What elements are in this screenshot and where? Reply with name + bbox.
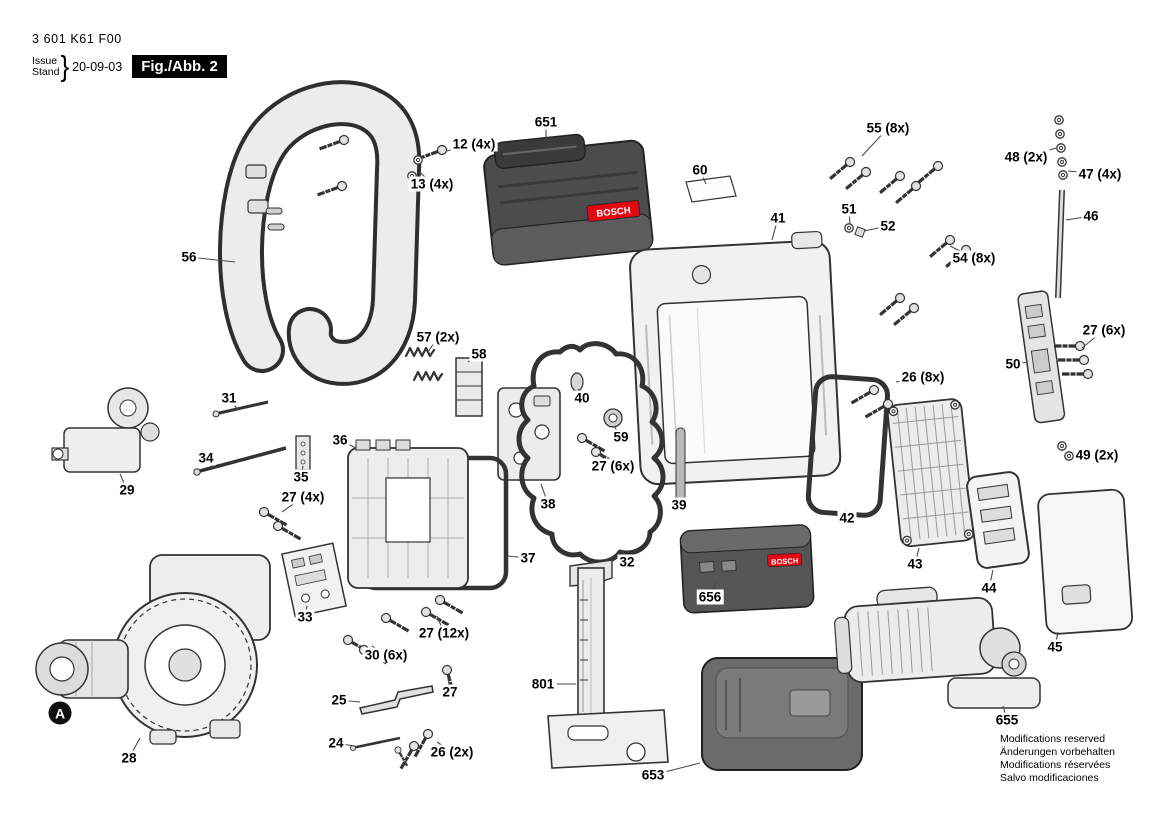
leader-line [949,245,975,259]
leader-line [119,473,128,491]
charger [701,657,863,771]
issue-date: 20-09-03 [72,59,123,74]
label-sticker [685,175,737,203]
leader-line [1025,147,1057,158]
view-marker-a: A [48,701,72,725]
model-number: 3 601 K61 F00 [32,32,122,46]
leader-line [436,615,445,634]
leader-line [300,465,304,478]
leader-line [507,555,529,559]
leader-line [1054,631,1059,648]
leader-line [335,742,355,747]
side-cover [1037,488,1134,635]
laser-unit [834,586,1041,709]
stand-label: Stand [32,65,60,78]
leader-line [447,677,451,693]
mounting-bracket [547,559,669,769]
small-pcb [281,542,347,618]
leader-line [436,741,453,753]
leader-line [709,581,717,598]
pump-assembly [51,387,160,473]
motor-gear-assembly [35,554,271,745]
leader-line [1012,361,1029,365]
carry-handle [217,80,422,386]
leader-line [418,170,433,185]
brace-glyph: } [60,49,70,83]
long-pin [193,446,287,476]
leader-line [577,388,583,399]
nut [854,226,866,238]
leader-line [1067,170,1101,175]
leader-line [895,376,924,383]
leader-line [848,208,851,225]
leader-line [339,439,357,449]
issue-label: Issue [32,54,58,67]
leader-line [861,127,889,157]
leader-line [188,256,236,263]
leader-line [446,143,475,152]
leader-line [914,547,920,565]
figure-label: Fig./Abb. 2 [132,55,227,78]
leader-line [988,569,994,589]
leader-line [1081,329,1105,349]
large-gasket [516,341,666,565]
leader-line [228,397,239,411]
comb-bracket [455,357,483,417]
electronics-module [347,439,469,589]
leader-line [1002,705,1008,721]
leader-line [540,483,549,505]
leader-line [621,549,628,563]
lever-bracket [359,685,434,715]
drawing-header: 3 601 K61 F00 Issue Stand } 20-09-03 Fig… [32,32,227,82]
modifications-note: Modifications reserved Änderungen vorbeh… [1000,733,1115,785]
contact-strip [295,435,311,471]
leader-line [304,605,308,618]
round-seal [603,408,623,428]
leader-line [678,499,682,506]
leader-line [281,496,304,513]
main-housing [629,230,842,486]
leader-line [128,737,141,759]
modifications-line-es: Salvo modificaciones [1000,772,1099,784]
leader-line [467,353,480,363]
leader-line [699,169,707,185]
leader-line [427,336,439,353]
battery-brand-text: BOSCH [596,205,631,220]
leader-line [1065,215,1092,221]
leader-line [205,457,214,469]
leader-line [652,762,701,776]
modifications-line-fr: Modifications réservées [1000,759,1111,771]
leader-line [863,225,889,232]
leader-line [613,425,622,438]
leader-line [338,699,361,703]
leader-line [1072,451,1098,456]
holder-brand-text: BOSCH [771,556,799,566]
modifications-line-de: Änderungen vorbehalten [1000,746,1116,758]
guide-rod [1055,189,1065,299]
contact-frame [966,471,1030,569]
leader-line [845,509,848,519]
vent-grille [886,398,976,548]
battery-pack: BOSCH [483,133,654,266]
switch-pcb [1017,290,1066,424]
modifications-line-en: Modifications reserved [1000,733,1106,745]
leader-line [371,645,387,656]
spring-pin [212,400,269,418]
leader-line [597,453,614,467]
leader-line [771,217,779,241]
